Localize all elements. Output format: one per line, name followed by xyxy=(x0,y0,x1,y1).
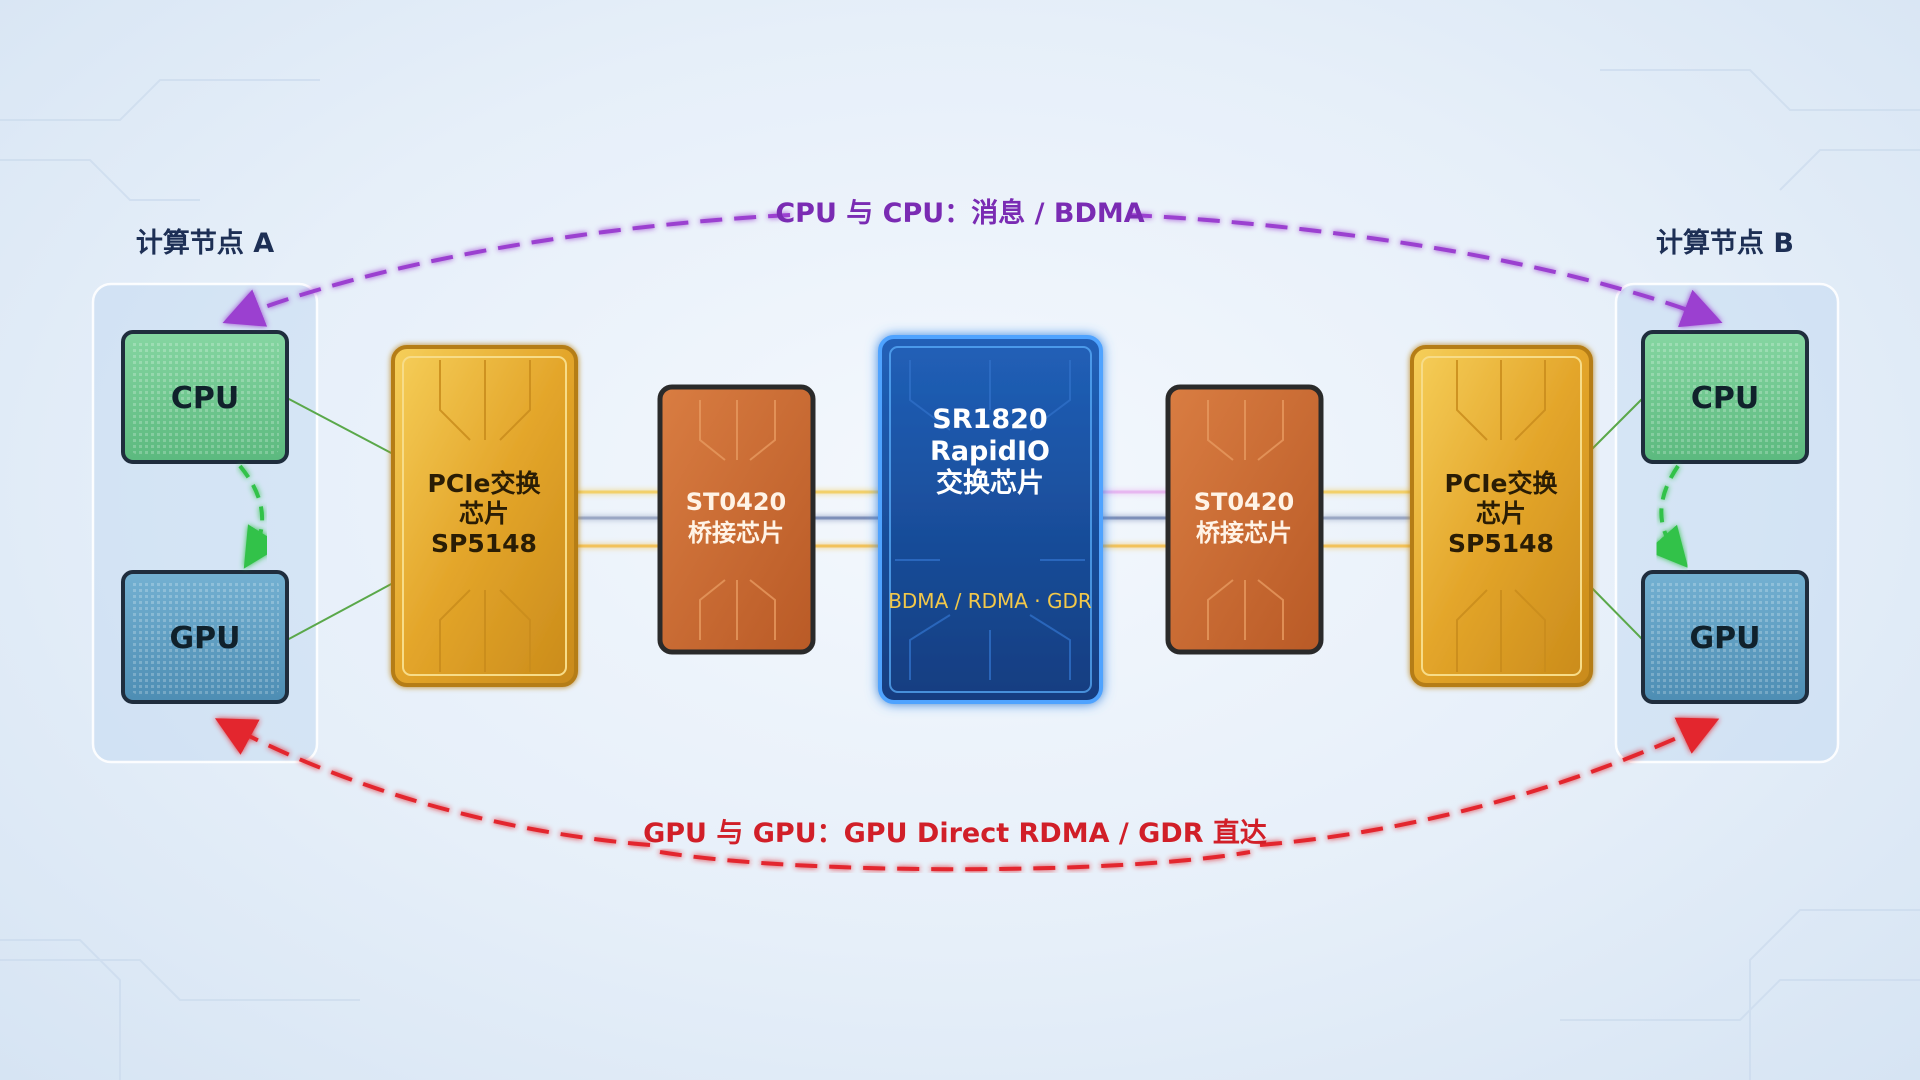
background-circuit-traces xyxy=(0,69,1920,1080)
cpu-cpu-arc-label: CPU 与 CPU：消息 / BDMA xyxy=(775,197,1144,229)
rapidio-line2: RapidIO xyxy=(930,436,1050,467)
rapidio-modes: BDMA / RDMA · GDR xyxy=(888,589,1092,613)
bridge-left-line1: ST0420 xyxy=(686,488,786,516)
bridge-right-line2: 桥接芯片 xyxy=(1196,519,1292,547)
interconnect-lines xyxy=(578,490,1412,548)
node-a-title: 计算节点 A xyxy=(136,227,274,259)
rapidio-line1: SR1820 xyxy=(932,404,1047,435)
bridge-left-chip: ST0420 桥接芯片 xyxy=(657,384,816,655)
node-b-gpu-chip: GPU xyxy=(1641,570,1809,704)
node-a-cpu-chip: CPU xyxy=(121,330,289,464)
node-a-gpu-chip: GPU xyxy=(121,570,289,704)
gpu-gpu-arc-label: GPU 与 GPU：GPU Direct RDMA / GDR 直达 xyxy=(643,818,1267,849)
pcie-switch-left-chip: PCIe交换 芯片 SP5148 xyxy=(391,345,578,687)
node-b-cpu-label: CPU xyxy=(1691,381,1759,416)
gpu-gpu-arc xyxy=(214,718,651,847)
node-b-cpu-chip: CPU xyxy=(1641,330,1809,464)
pcie-right-line3: SP5148 xyxy=(1448,529,1554,558)
pcie-right-line2: 芯片 xyxy=(1476,499,1526,528)
node-links xyxy=(286,397,1644,641)
bridge-right-line1: ST0420 xyxy=(1194,488,1294,516)
pcie-left-line3: SP5148 xyxy=(431,529,537,558)
node-b-gpu-label: GPU xyxy=(1690,621,1761,656)
pcie-switch-right-chip: PCIe交换 芯片 SP5148 xyxy=(1410,345,1593,687)
pcie-right-line1: PCIe交换 xyxy=(1445,469,1559,498)
node-b-title: 计算节点 B xyxy=(1656,227,1794,259)
gpu-gpu-arc-bottom xyxy=(659,850,1251,872)
rapidio-line3: 交换芯片 xyxy=(936,467,1044,499)
node-b-cpu-gpu-arrow xyxy=(1646,464,1689,569)
bridge-right-chip: ST0420 桥接芯片 xyxy=(1165,384,1324,655)
node-a-cpu-gpu-arrow xyxy=(238,464,282,569)
pcie-left-line2: 芯片 xyxy=(459,499,509,528)
bridge-left-line2: 桥接芯片 xyxy=(688,519,784,547)
node-a-gpu-label: GPU xyxy=(170,621,241,656)
node-a-cpu-label: CPU xyxy=(171,381,239,416)
gpu-gpu-arc-right xyxy=(1259,717,1720,847)
rapidio-switch-chip: SR1820 RapidIO 交换芯片 BDMA / RDMA · GDR xyxy=(878,335,1103,704)
pcie-left-line1: PCIe交换 xyxy=(428,469,542,498)
cpu-cpu-arc-right xyxy=(1129,213,1723,328)
cpu-cpu-arc xyxy=(222,213,791,327)
